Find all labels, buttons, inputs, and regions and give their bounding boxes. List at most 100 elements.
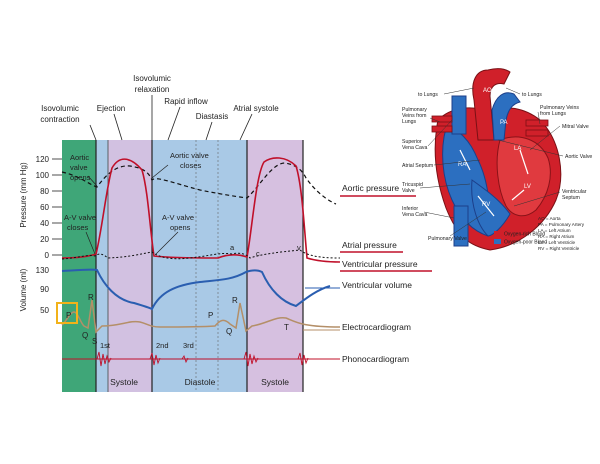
av-valve-opens-2: opens [170, 223, 191, 232]
pressure-ticks [52, 158, 62, 256]
curve-labels: Aortic pressure Atrial pressure Ventricu… [342, 183, 418, 364]
vtick-130: 130 [36, 266, 50, 275]
aortic-valve-opens-1: Aortic [70, 153, 89, 162]
aortic-pressure-curve [61, 162, 337, 205]
ptick-0: 0 [45, 251, 50, 260]
ecg-q2: Q [226, 327, 232, 336]
chamber-la: LA [514, 146, 521, 152]
label-rapid-inflow: Rapid inflow [164, 97, 208, 106]
systole-band-2 [247, 140, 303, 392]
left-chambers [496, 136, 551, 217]
ptick-40: 40 [40, 219, 49, 228]
ecg-label: Electrocardiogram [342, 322, 411, 332]
label-pv-left-2: Veins from [402, 113, 427, 119]
aortic-valve-closes-2: closes [180, 161, 202, 170]
pressure-axis-label: Pressure (mm Hg) [19, 162, 28, 228]
ecg-p: P [66, 311, 71, 320]
chamber-ao: AO [483, 88, 492, 94]
label-atrial-septum: Atrial Septum [402, 163, 433, 169]
ptick-60: 60 [40, 203, 49, 212]
pcg-trace [62, 351, 340, 367]
label-vent-septum-2: Septum [562, 195, 580, 201]
av-valve-opens-1: A-V valve [162, 213, 194, 222]
label-pv-left-1: Pulmonary [402, 107, 427, 113]
label-pv-right-1: Pulmonary Veins [540, 105, 579, 111]
ptick-20: 20 [40, 235, 49, 244]
label-systole: Systole [110, 377, 138, 387]
valve-annotations: Aortic valve opens Aortic valve closes A… [64, 151, 301, 258]
heart-sound-labels: 1st 2nd 3rd [100, 341, 194, 350]
wave-c: c [256, 249, 260, 258]
chamber-pa: PA [500, 120, 508, 126]
annotation-pointers [85, 164, 179, 255]
label-ejection: Ejection [97, 104, 125, 113]
label-isovolumic-relaxation-1: Isovolumic [133, 74, 171, 83]
ecg-q: Q [82, 331, 88, 340]
heart-key: AO = Aorta PA = Pulmonary Artery LA = Le… [538, 216, 585, 251]
label-mitral: Mitral Valve [562, 124, 589, 130]
label-pulmonary-valve: Pulmonary Valve [428, 236, 467, 242]
label-tricuspid-1: Tricuspid [402, 182, 423, 188]
label-tricuspid-2: Valve [402, 188, 415, 194]
chamber-rv: RV [482, 202, 490, 208]
ejection-band [108, 140, 152, 392]
aortic-pressure-label: Aortic pressure [342, 183, 399, 193]
ecg-r: R [88, 293, 94, 302]
phase-top-labels: Isovolumic contraction Ejection Isovolum… [40, 74, 279, 124]
aortic-valve-opens-2: valve [70, 163, 88, 172]
legend-oxygen-rich: Oxygen-rich Blood [504, 232, 545, 238]
chamber-lv: LV [524, 184, 531, 190]
heart-callouts: to Lungs to Lungs Pulmonary Veins from L… [402, 92, 592, 242]
pulmonary-artery [491, 92, 521, 141]
phase-bottom-labels: Systole Diastole Systole [110, 377, 289, 387]
phase-pointers [89, 95, 253, 141]
label-isovolumic-contraction-1: Isovolumic [41, 104, 79, 113]
volume-axis-label: Volume (ml) [19, 268, 28, 311]
label-svc-1: Superior [402, 139, 422, 145]
av-valve-closes-1: A-V valve [64, 213, 96, 222]
key-rv: RV = Right Ventricle [538, 246, 580, 251]
diastole-band [152, 140, 247, 392]
av-valve-closes-2: closes [67, 223, 89, 232]
label-svc-2: Vena Cava [402, 145, 427, 151]
label-pv-right-2: from Lungs [540, 111, 566, 117]
label-to-lungs-right: to Lungs [522, 92, 542, 98]
atrial-pressure-label: Atrial pressure [342, 240, 397, 250]
label-isovolumic-contraction-2: contraction [40, 115, 79, 124]
ptick-80: 80 [40, 187, 49, 196]
ecg-s: S [92, 337, 97, 346]
heart-diagram: AO PA LA RA LV RV to Lungs to Lungs Pulm… [402, 68, 592, 251]
ventricular-pressure-curve [61, 157, 341, 263]
highlight-box [56, 302, 78, 324]
label-ivc-2: Vena Cava [402, 212, 427, 218]
pcg-label: Phonocardiogram [342, 354, 409, 364]
superior-vena-cava [451, 95, 467, 135]
label-diastole: Diastole [185, 377, 216, 387]
key-ra: RA = Right Atrium [538, 234, 575, 239]
pulmonary-veins [431, 115, 549, 137]
vtick-50: 50 [40, 306, 49, 315]
label-aortic-valve: Aortic Valve [565, 154, 592, 160]
ventricular-pressure-label: Ventricular pressure [342, 259, 418, 269]
legend-swatch-rich [494, 231, 501, 236]
key-lv: LV = Left Ventricle [538, 240, 576, 245]
ventricular-volume-curve [61, 268, 331, 311]
ecg-r2: R [232, 296, 238, 305]
flow-arrows [459, 149, 529, 217]
key-ao: AO = Aorta [538, 216, 561, 221]
curve-label-leaders [303, 287, 340, 331]
ecg-p2: P [208, 311, 213, 320]
vtick-90: 90 [40, 285, 49, 294]
label-to-lungs-left: to Lungs [418, 92, 438, 98]
wiggers-diagram: Isovolumic contraction Ejection Isovolum… [19, 74, 432, 392]
ecg-wave-labels: P Q R S T R P Q [66, 293, 289, 346]
ecg-curve [61, 299, 341, 334]
chamber-labels: AO PA LA RA LV RV [458, 88, 531, 208]
chamber-ra: RA [458, 162, 466, 168]
sound-3rd: 3rd [183, 341, 194, 350]
label-vent-septum-1: Ventricular [562, 189, 587, 195]
inferior-vena-cava [453, 205, 469, 247]
label-diastasis: Diastasis [196, 112, 228, 121]
key-pa: PA = Pulmonary Artery [538, 222, 585, 227]
aortic-valve-opens-3: opens [70, 173, 91, 182]
